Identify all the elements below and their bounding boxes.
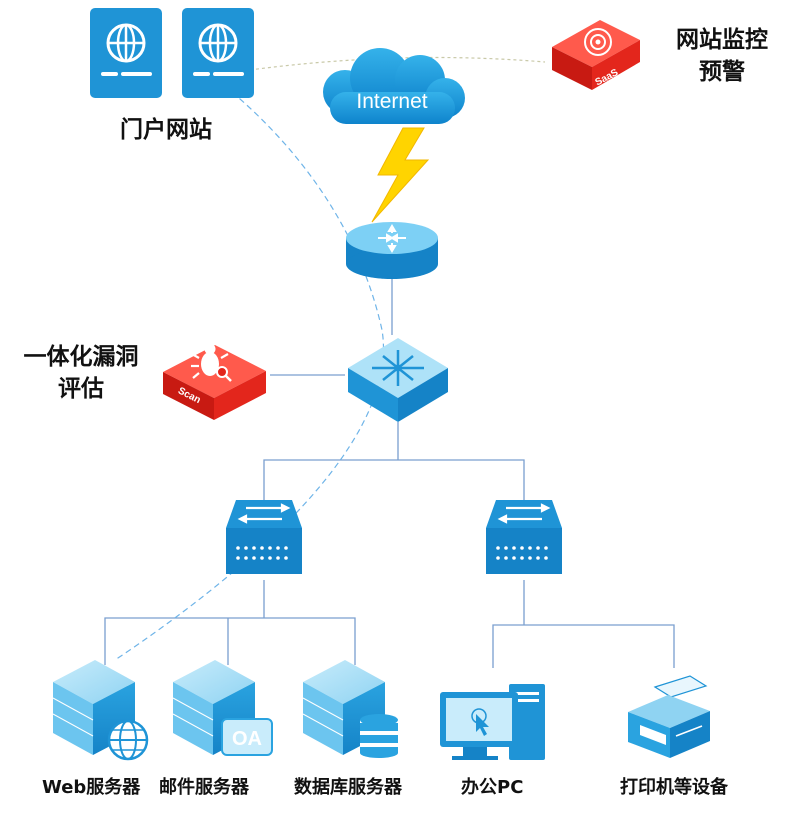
scan-label-line1: 一体化漏洞 <box>23 344 139 370</box>
printer-icon <box>628 675 710 758</box>
portal-site-1-icon <box>90 8 162 98</box>
scan-label-line2: 评估 <box>58 376 104 402</box>
office-pc-icon <box>440 684 545 760</box>
monitor-label: 网站监控 预警 <box>662 24 782 88</box>
lightning-icon <box>371 127 430 223</box>
mail-server-label: 邮件服务器 <box>159 777 249 798</box>
connection-lines <box>104 275 675 668</box>
mail-server-icon: OA <box>172 660 273 756</box>
access-switch-left-icon <box>226 500 302 574</box>
web-server-icon <box>52 660 149 761</box>
scan-label: 一体化漏洞 评估 <box>8 341 154 405</box>
router-icon <box>346 222 438 279</box>
monitor-label-line1: 网站监控 <box>676 27 768 53</box>
printer-label: 打印机等设备 <box>620 777 728 798</box>
portal-label: 门户网站 <box>120 117 212 143</box>
internet-label: Internet <box>356 90 427 113</box>
core-switch-icon <box>348 338 448 422</box>
office-pc-label: 办公PC <box>461 777 524 798</box>
saas-monitor-badge: SaaS <box>552 20 640 90</box>
portal-site-2-icon <box>182 8 254 98</box>
access-switch-right-icon <box>486 500 562 574</box>
internet-cloud-icon: Internet <box>323 48 465 124</box>
monitor-link <box>249 56 546 71</box>
database-server-label: 数据库服务器 <box>294 777 402 798</box>
bug-icon <box>191 343 232 382</box>
target-icon <box>584 28 612 56</box>
database-server-icon <box>302 660 398 758</box>
vulnerability-scan-badge: Scan <box>163 343 266 420</box>
oa-badge: OA <box>232 728 262 750</box>
web-server-label: Web服务器 <box>42 777 141 798</box>
monitor-label-line2: 预警 <box>699 59 745 85</box>
